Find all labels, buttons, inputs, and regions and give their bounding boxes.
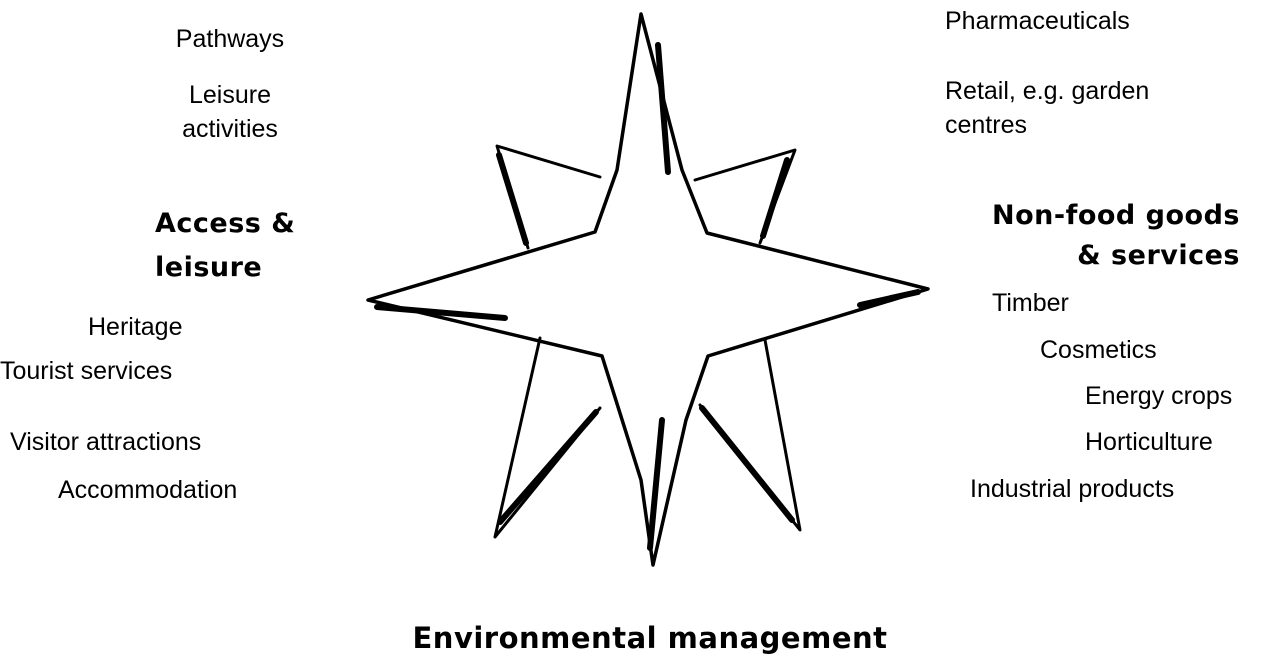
bottom-heading-environmental-management: Environmental management <box>390 618 910 658</box>
right-item-timber: Timber <box>992 286 1069 320</box>
left-item-visitor-attractions: Visitor attractions <box>10 425 201 459</box>
right-heading-line-2: & services <box>940 236 1240 276</box>
right-item-retail-line-1: Retail, e.g. garden <box>945 74 1149 108</box>
back-star-accents <box>377 45 918 548</box>
left-item-leisure-activities: Leisure activities <box>155 78 305 146</box>
main-star-outline <box>368 14 928 565</box>
right-item-horticulture: Horticulture <box>1085 425 1213 459</box>
right-item-energy-crops: Energy crops <box>1085 379 1232 413</box>
left-heading-line-2: leisure <box>155 248 262 288</box>
right-item-cosmetics: Cosmetics <box>1040 333 1157 367</box>
left-item-tourist-services: Tourist services <box>0 354 172 388</box>
left-item-pathways: Pathways <box>150 22 310 56</box>
left-item-heritage: Heritage <box>88 310 183 344</box>
right-item-pharmaceuticals: Pharmaceuticals <box>945 4 1130 38</box>
right-item-industrial-products: Industrial products <box>970 472 1174 506</box>
right-item-retail-line-2: centres <box>945 108 1027 142</box>
right-heading-line-1: Non-food goods <box>940 196 1240 236</box>
left-item-accommodation: Accommodation <box>58 473 237 507</box>
left-heading-line-1: Access & <box>155 204 295 244</box>
